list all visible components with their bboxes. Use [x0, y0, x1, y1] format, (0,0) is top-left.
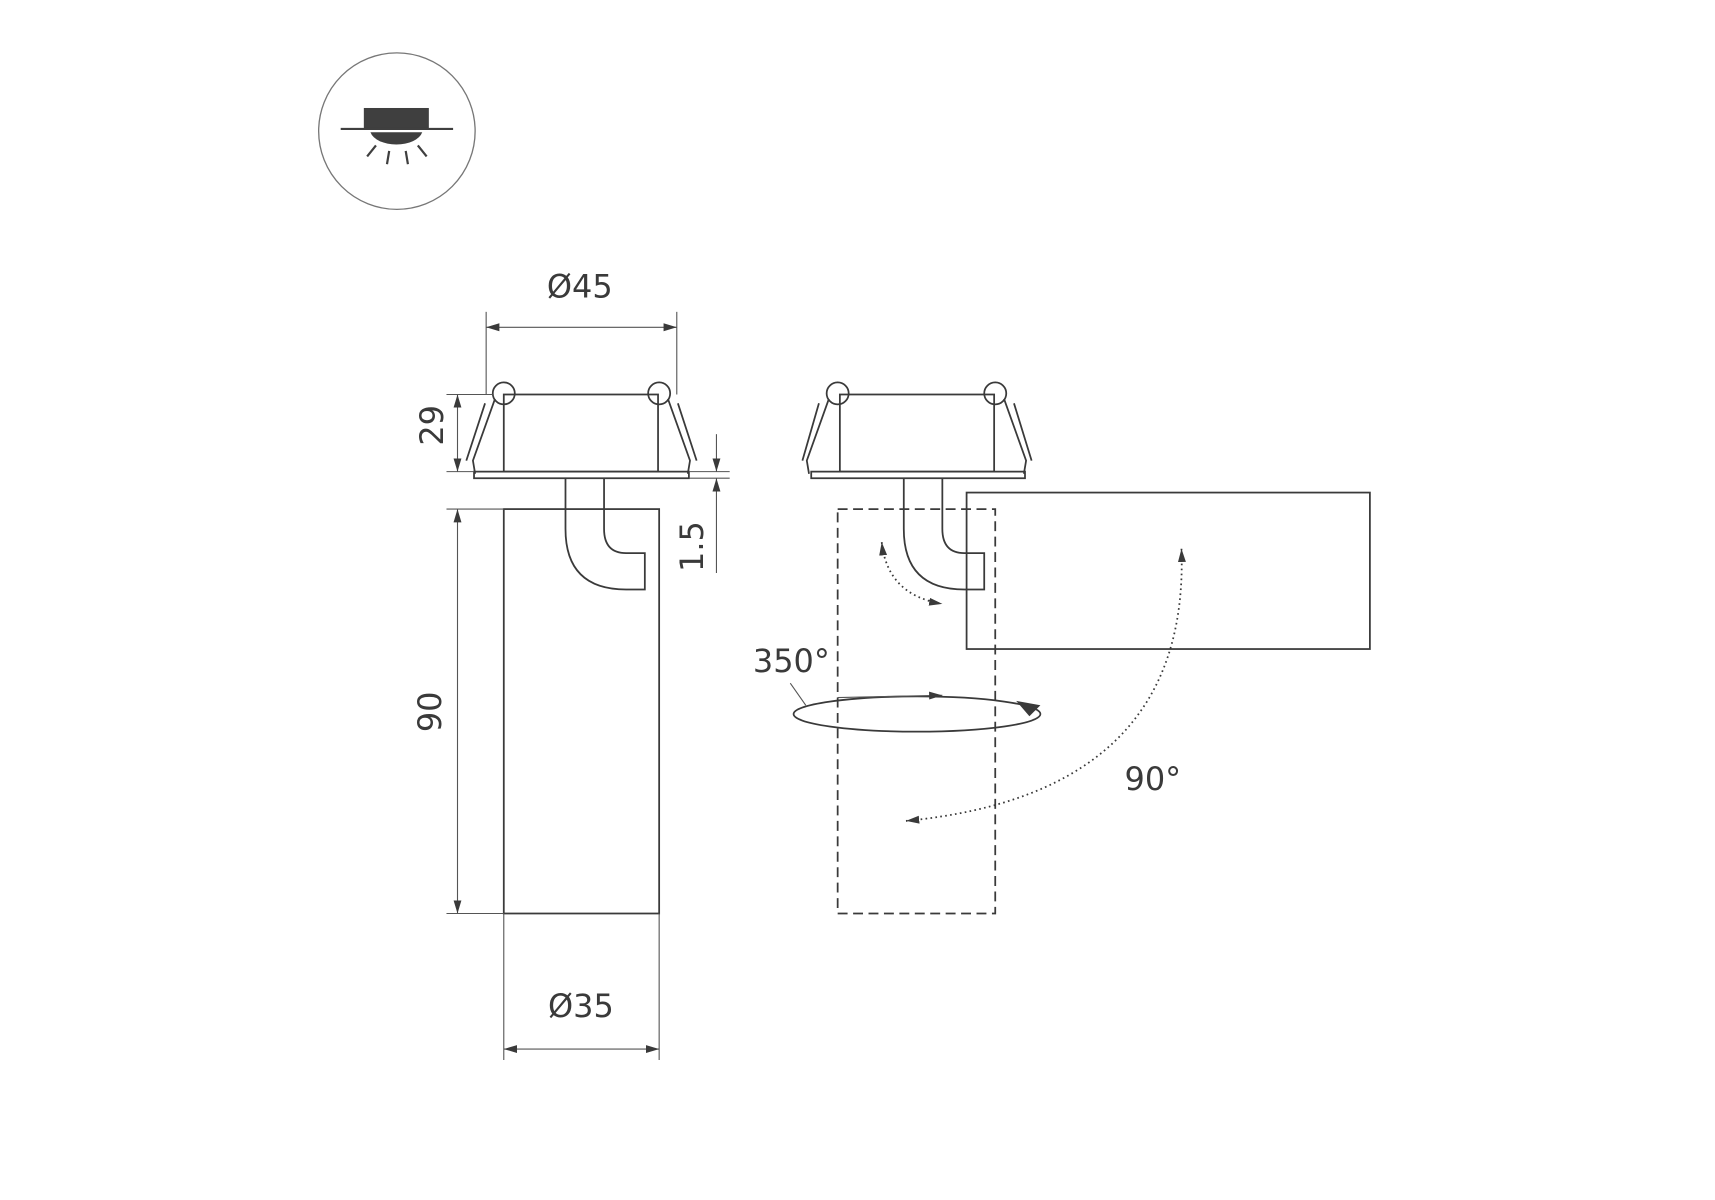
dimension-flange-thickness: 1.5 — [673, 434, 730, 574]
flange-thickness-label: 1.5 — [673, 521, 711, 572]
recessed-ceiling-light-icon — [317, 52, 476, 211]
housing-height-label: 29 — [413, 405, 451, 446]
dimension-top-diameter: Ø45 — [485, 268, 678, 395]
bottom-diameter-label: Ø35 — [548, 987, 614, 1025]
front-view — [465, 381, 698, 915]
dimension-bottom-diameter: Ø35 — [503, 913, 660, 1061]
horizontal-rotation-label: 350° — [753, 642, 830, 680]
vertical-rotation-label: 90° — [1125, 760, 1182, 798]
vertical-rotation-indicator: 90° — [905, 548, 1186, 824]
dimension-body-length: 90 — [411, 508, 504, 915]
dimension-housing-height: 29 — [413, 393, 493, 473]
top-diameter-label: Ø45 — [547, 268, 613, 306]
rotation-view — [801, 381, 1371, 915]
body-length-label: 90 — [411, 692, 449, 733]
horizontal-rotation-indicator: 350° — [753, 642, 1042, 733]
